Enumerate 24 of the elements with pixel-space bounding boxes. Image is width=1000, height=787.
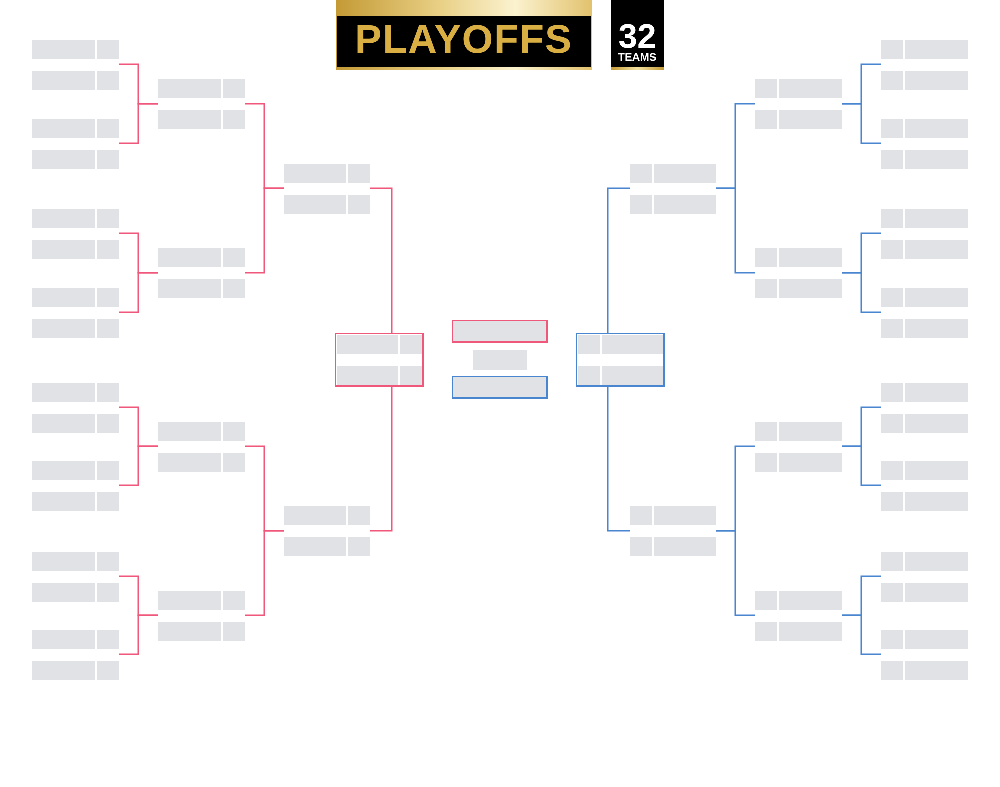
badge-caption: TEAMS xyxy=(618,53,657,64)
bracket-line xyxy=(842,272,881,314)
bracket-line xyxy=(607,387,630,532)
bracket-line xyxy=(245,188,284,274)
bracket-line xyxy=(716,188,755,274)
badge-number: 32 xyxy=(618,20,656,54)
bracket-line xyxy=(119,103,158,144)
bracket-line xyxy=(842,103,881,144)
input-field xyxy=(452,376,548,399)
bracket-line xyxy=(119,614,158,656)
bracket-line xyxy=(716,530,755,616)
bracket-line xyxy=(607,188,630,333)
bracket-line xyxy=(370,387,393,532)
bracket-line xyxy=(119,272,158,314)
bracket-line xyxy=(245,530,284,616)
title: PLAYOFFS xyxy=(355,20,573,60)
input-field xyxy=(452,320,548,343)
bracket-line xyxy=(842,614,881,656)
match-frame xyxy=(335,333,424,387)
match-frame xyxy=(576,333,665,387)
bracket-line xyxy=(370,188,393,333)
bracket-line xyxy=(842,446,881,486)
input-field xyxy=(473,350,527,370)
bracket-line xyxy=(119,446,158,486)
